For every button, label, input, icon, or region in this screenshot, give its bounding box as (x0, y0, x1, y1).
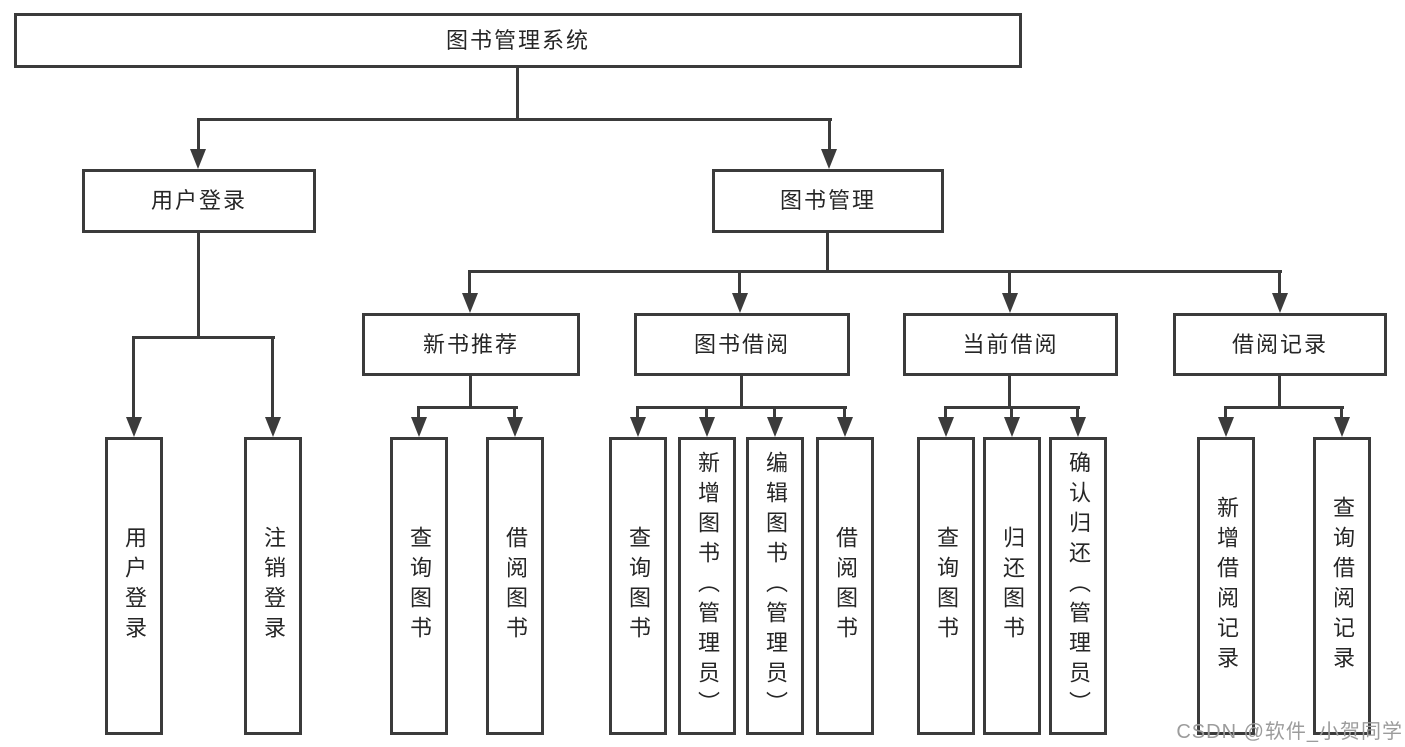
connector-line (516, 68, 519, 120)
node-user-login-branch: 用户登录 (82, 169, 316, 233)
node-leaf-query-books-borrowing: 查询图书 (609, 437, 667, 735)
connector-line (1224, 406, 1227, 419)
connector-line (132, 336, 275, 339)
connector-line (469, 376, 472, 408)
connector-line (417, 406, 518, 409)
arrow-down-icon (630, 417, 646, 437)
connector-line (1008, 270, 1011, 295)
connector-line (738, 270, 741, 295)
connector-line (417, 406, 420, 419)
connector-line (197, 118, 200, 151)
connector-line (1076, 406, 1079, 419)
csdn-watermark: CSDN @软件_小贺同学 (1176, 721, 1403, 743)
connector-line (843, 406, 846, 419)
arrow-down-icon (411, 417, 427, 437)
node-leaf-query-borrow-record: 查询借阅记录 (1313, 437, 1371, 735)
connector-line (1278, 376, 1281, 408)
connector-line (636, 406, 639, 419)
node-new-book-recommend: 新书推荐 (362, 313, 580, 376)
arrow-down-icon (265, 417, 281, 437)
node-leaf-borrow-books-borrowing: 借阅图书 (816, 437, 874, 735)
connector-line (1008, 376, 1011, 408)
connector-line (513, 406, 516, 419)
arrow-down-icon (1218, 417, 1234, 437)
connector-line (740, 376, 743, 408)
node-borrowing-records: 借阅记录 (1173, 313, 1387, 376)
arrow-down-icon (938, 417, 954, 437)
connector-line (197, 118, 832, 121)
connector-line (468, 270, 1282, 273)
connector-line (132, 336, 135, 419)
arrow-down-icon (1004, 417, 1020, 437)
node-leaf-logout: 注销登录 (244, 437, 302, 735)
arrow-down-icon (126, 417, 142, 437)
connector-line (1224, 406, 1344, 409)
arrow-down-icon (1002, 293, 1018, 313)
arrow-down-icon (837, 417, 853, 437)
connector-line (197, 233, 200, 339)
arrow-down-icon (1272, 293, 1288, 313)
arrow-down-icon (699, 417, 715, 437)
connector-line (636, 406, 847, 409)
node-leaf-edit-books-admin: 编辑图书（管理员） (746, 437, 804, 735)
connector-line (468, 270, 471, 295)
connector-line (1278, 270, 1281, 295)
arrow-down-icon (1070, 417, 1086, 437)
node-leaf-borrow-books-recommend: 借阅图书 (486, 437, 544, 735)
node-current-borrowing: 当前借阅 (903, 313, 1118, 376)
node-leaf-add-books-admin: 新增图书（管理员） (678, 437, 736, 735)
connector-line (271, 336, 274, 419)
node-library-management-system: 图书管理系统 (14, 13, 1022, 68)
node-leaf-query-books-current: 查询图书 (917, 437, 975, 735)
connector-line (1010, 406, 1013, 419)
connector-line (826, 233, 829, 272)
node-leaf-user-login: 用户登录 (105, 437, 163, 735)
node-book-management-branch: 图书管理 (712, 169, 944, 233)
arrow-down-icon (1334, 417, 1350, 437)
arrow-down-icon (732, 293, 748, 313)
arrow-down-icon (462, 293, 478, 313)
node-leaf-confirm-return-admin: 确认归还（管理员） (1049, 437, 1107, 735)
node-leaf-return-books: 归还图书 (983, 437, 1041, 735)
connector-line (1340, 406, 1343, 419)
arrow-down-icon (767, 417, 783, 437)
arrow-down-icon (507, 417, 523, 437)
connector-line (773, 406, 776, 419)
arrow-down-icon (821, 149, 837, 169)
node-book-borrowing: 图书借阅 (634, 313, 850, 376)
arrow-down-icon (190, 149, 206, 169)
node-leaf-add-borrow-record: 新增借阅记录 (1197, 437, 1255, 735)
connector-line (705, 406, 708, 419)
node-leaf-query-books-recommend: 查询图书 (390, 437, 448, 735)
connector-line (828, 118, 831, 151)
connector-line (944, 406, 947, 419)
